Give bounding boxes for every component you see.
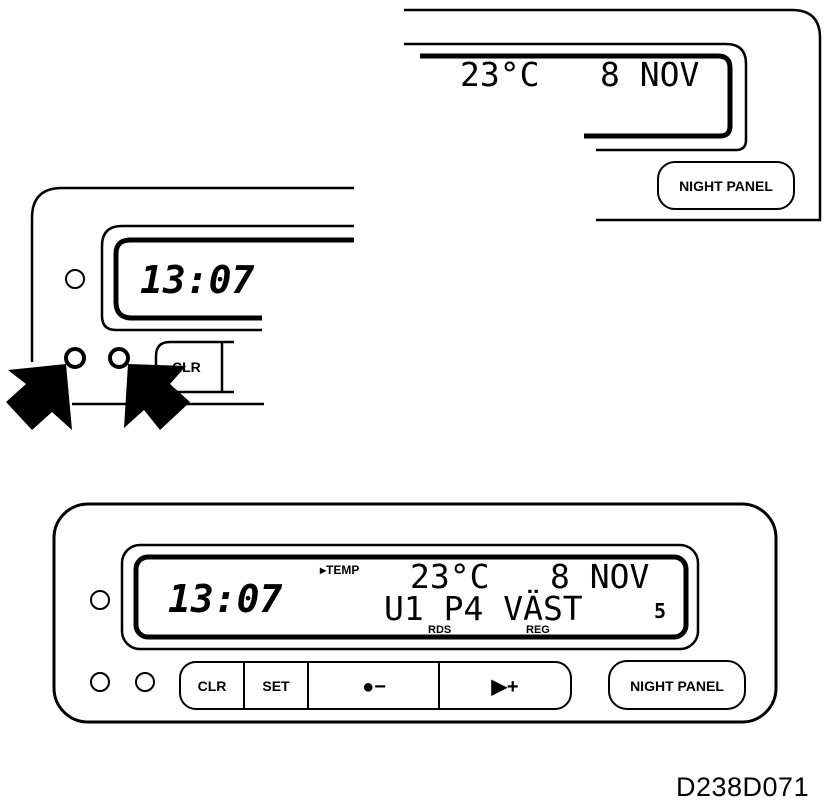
mid-left-button-a[interactable] — [64, 347, 86, 369]
region-display: U1 P4 VÄST — [384, 589, 583, 628]
temp-indicator: ▸TEMP — [319, 563, 359, 577]
mid-time-display: 13:07 — [140, 258, 255, 302]
full-left-button-a[interactable] — [90, 672, 110, 692]
minus-button[interactable]: ●− — [310, 664, 437, 707]
top-right-panel: 23°C 8 NOV NIGHT PANEL — [404, 8, 822, 222]
top-date-display: 8 NOV — [600, 55, 699, 94]
full-date-display: 8 NOV — [550, 557, 649, 596]
full-left-button-b[interactable] — [135, 672, 155, 692]
plus-label: ▶+ — [490, 676, 518, 698]
reg-label: REG — [526, 624, 550, 636]
full-indicator-led — [90, 590, 110, 610]
right-pointer-arrow-icon — [124, 364, 190, 430]
clr-button[interactable]: CLR — [182, 664, 242, 707]
night-panel-label: NIGHT PANEL — [630, 678, 724, 694]
minus-label: ●− — [362, 676, 386, 698]
plus-button[interactable]: ▶+ — [441, 664, 569, 707]
mid-left-button-b[interactable] — [108, 347, 130, 369]
full-time-display: 13:07 — [168, 577, 283, 621]
night-panel-button[interactable]: NIGHT PANEL — [608, 660, 746, 710]
set-button[interactable]: SET — [246, 664, 306, 707]
top-temperature-display: 23°C — [460, 55, 539, 94]
left-pointer-arrow-icon — [6, 364, 72, 430]
top-night-panel-button[interactable]: NIGHT PANEL — [657, 161, 795, 210]
region-suffix: 5 — [654, 599, 666, 623]
top-night-panel-label: NIGHT PANEL — [679, 178, 773, 194]
rds-label: RDS — [428, 624, 451, 636]
full-panel: 13:07 ▸TEMP 23°C 8 NOV U1 P4 VÄST 5 RDS … — [52, 502, 778, 724]
full-temperature-display: 23°C — [410, 557, 489, 596]
clr-label: CLR — [198, 678, 227, 694]
set-label: SET — [262, 678, 290, 694]
figure-code: D238D071 — [676, 772, 810, 802]
mid-indicator-led — [65, 269, 85, 289]
mid-left-panel: 13:07 CLR — [6, 186, 354, 430]
